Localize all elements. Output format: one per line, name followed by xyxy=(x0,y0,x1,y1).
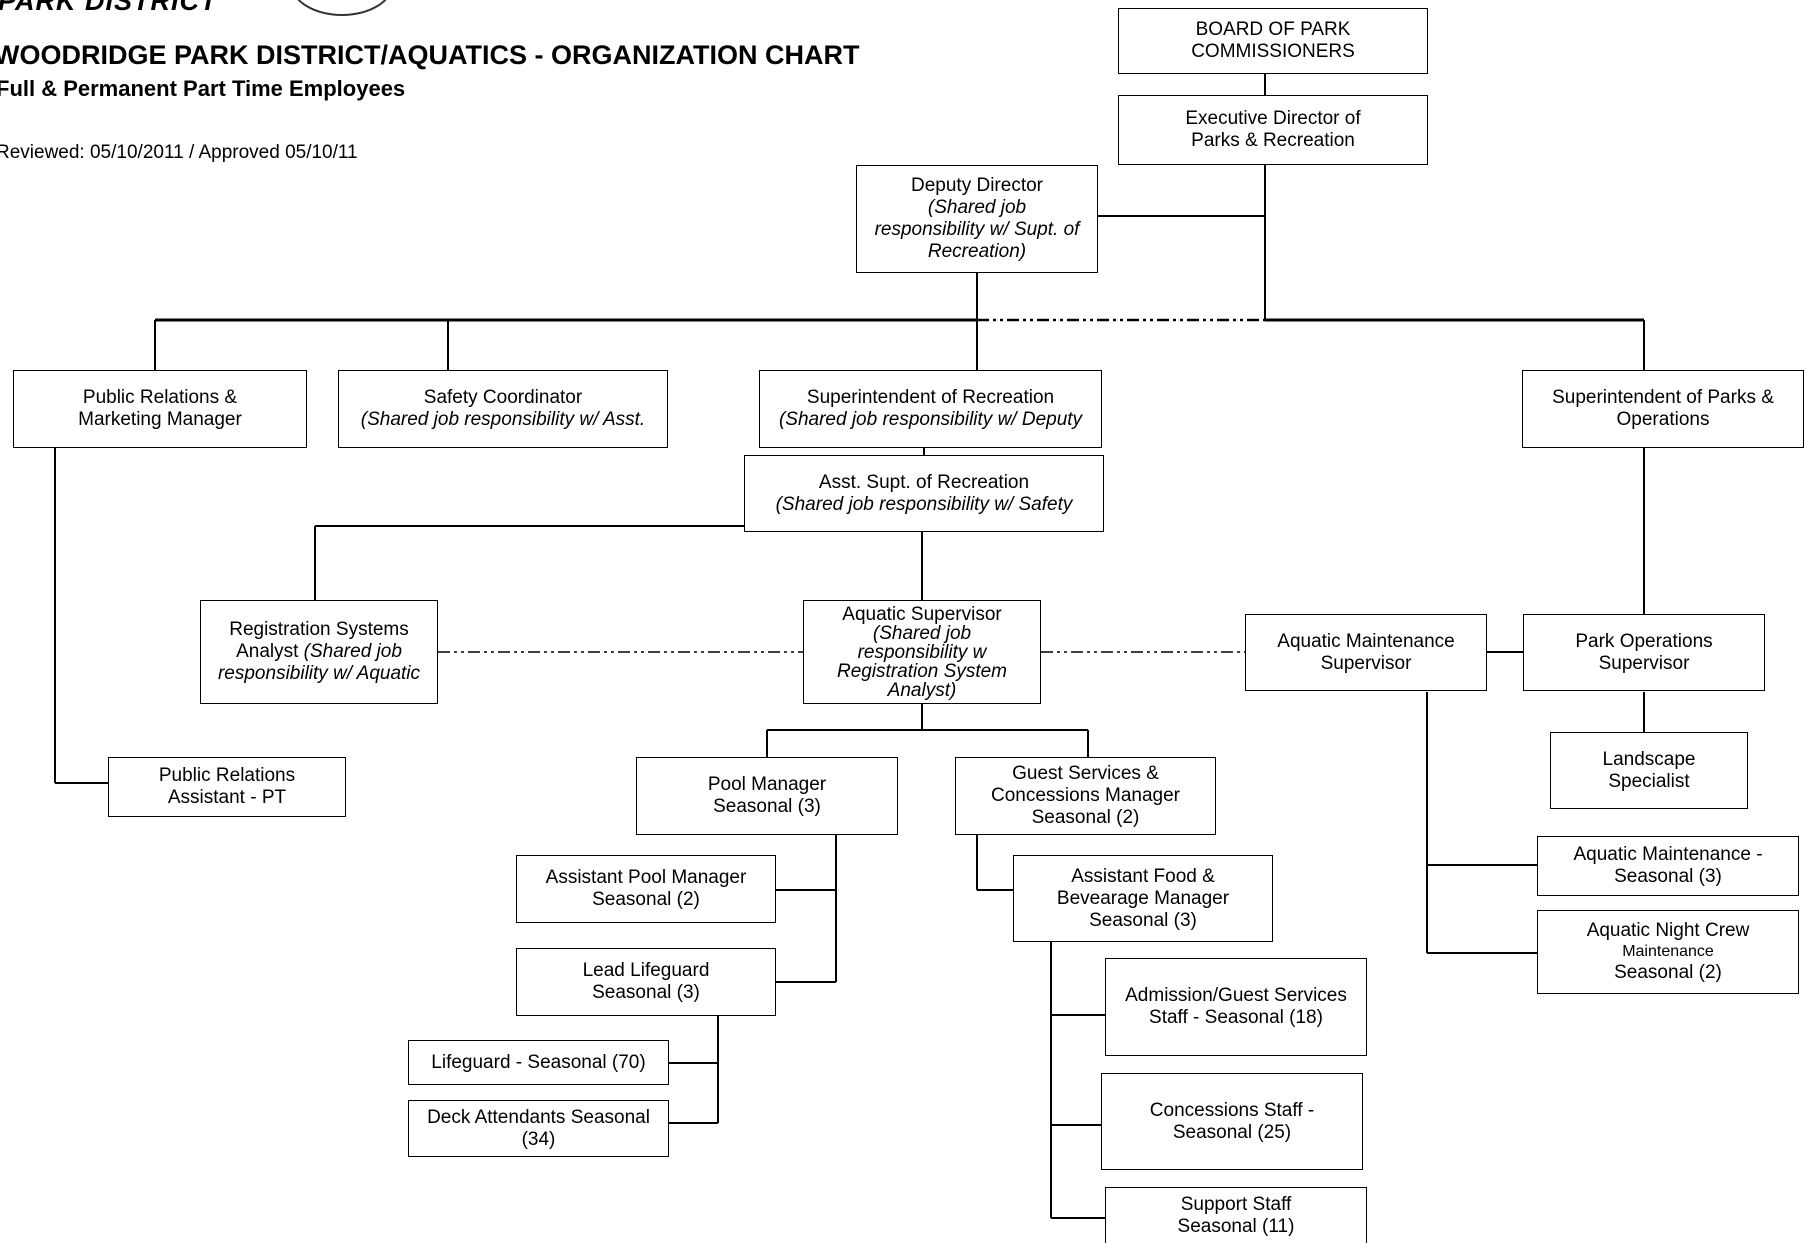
box-text: Operations xyxy=(1616,409,1710,430)
box-text: Admission/Guest Services xyxy=(1125,985,1347,1006)
review-date: Reviewed: 05/10/2011 / Approved 05/10/11 xyxy=(0,142,358,163)
box-board: BOARD OF PARK COMMISSIONERS xyxy=(1118,8,1428,74)
box-text: Bevearage Manager xyxy=(1056,887,1230,909)
box-text: Supervisor xyxy=(1598,652,1690,674)
box-text: (34) xyxy=(521,1128,556,1150)
box-text: Seasonal (2) xyxy=(1031,807,1140,828)
box-text: Public Relations & xyxy=(82,387,238,408)
box-support-staff: Support Staff Seasonal (11) xyxy=(1105,1187,1367,1243)
box-text: Superintendent of Recreation xyxy=(806,387,1055,408)
box-text: (Shared job xyxy=(927,197,1027,218)
box-admission-guest-services: Admission/Guest Services Staff - Seasona… xyxy=(1105,958,1367,1056)
box-pr-marketing-manager: Public Relations & Marketing Manager xyxy=(13,370,307,448)
box-park-operations-supervisor: Park Operations Supervisor xyxy=(1523,614,1765,691)
box-text: responsibility w/ Supt. of xyxy=(874,219,1080,240)
box-text: Asst. Supt. of Recreation xyxy=(818,471,1030,493)
box-text: Aquatic Supervisor xyxy=(842,603,1002,625)
box-guest-services-manager: Guest Services & Concessions Manager Sea… xyxy=(955,757,1216,835)
box-assistant-food-manager: Assistant Food & Bevearage Manager Seaso… xyxy=(1013,855,1273,942)
box-text: Safety Coordinator xyxy=(423,387,583,408)
box-text: Analyst) xyxy=(887,679,957,701)
box-text: Lead Lifeguard xyxy=(582,960,710,981)
box-text: Seasonal (3) xyxy=(1089,909,1197,931)
box-text: Guest Services & xyxy=(1012,763,1159,784)
box-text: Aquatic Night Crew xyxy=(1586,920,1750,941)
box-text: Seasonal (25) xyxy=(1172,1121,1292,1143)
box-text: responsibility w/ Aquatic xyxy=(217,663,421,684)
box-pr-assistant: Public Relations Assistant - PT xyxy=(108,757,346,817)
box-text: Seasonal (3) xyxy=(1614,866,1722,887)
box-registration-analyst: Registration Systems Analyst (Shared job… xyxy=(200,600,438,704)
box-safety-coordinator: Safety Coordinator (Shared job responsib… xyxy=(338,370,668,448)
box-text: Supervisor xyxy=(1320,652,1412,674)
box-text: Deck Attendants Seasonal xyxy=(427,1106,650,1128)
box-executive-director: Executive Director of Parks & Recreation xyxy=(1118,95,1428,165)
box-aquatic-night-crew: Aquatic Night Crew Maintenance Seasonal … xyxy=(1537,910,1799,994)
box-text: Marketing Manager xyxy=(78,409,242,430)
box-text: (Shared job responsibility w/ Asst. xyxy=(360,409,646,430)
box-assistant-pool-manager: Assistant Pool Manager Seasonal (2) xyxy=(516,855,776,923)
box-text: responsibility w xyxy=(857,641,987,663)
box-text: Seasonal (2) xyxy=(1614,962,1722,983)
box-text: Aquatic Maintenance xyxy=(1277,630,1455,652)
box-text: Pool Manager xyxy=(707,774,827,795)
box-text: Concessions Manager xyxy=(990,785,1181,806)
chart-title: WOODRIDGE PARK DISTRICT/AQUATICS - ORGAN… xyxy=(0,40,860,70)
box-text: (Shared job xyxy=(872,622,972,644)
box-text: (Shared job responsibility w/ Deputy xyxy=(778,409,1083,430)
box-lead-lifeguard: Lead Lifeguard Seasonal (3) xyxy=(516,948,776,1016)
box-text: Superintendent of Parks & xyxy=(1552,387,1774,408)
box-text: Concessions Staff - xyxy=(1149,1099,1315,1121)
box-lifeguard: Lifeguard - Seasonal (70) xyxy=(408,1040,669,1085)
box-text: BOARD OF PARK xyxy=(1195,19,1351,40)
box-text: Registration Systems xyxy=(229,619,409,640)
box-pool-manager: Pool Manager Seasonal (3) xyxy=(636,757,898,835)
box-text: Seasonal (3) xyxy=(713,796,821,817)
box-asst-supt-recreation: Asst. Supt. of Recreation (Shared job re… xyxy=(744,455,1104,532)
box-text: Maintenance xyxy=(1622,943,1714,960)
box-concessions-staff: Concessions Staff - Seasonal (25) xyxy=(1101,1073,1363,1170)
box-text: Public Relations xyxy=(158,765,296,786)
box-text: Seasonal (2) xyxy=(592,889,700,910)
box-text: Lifeguard - Seasonal (70) xyxy=(431,1051,646,1073)
box-text: Assistant - PT xyxy=(167,787,287,808)
box-text: Seasonal (3) xyxy=(592,982,700,1003)
box-text: (Shared job responsibility w/ Safety xyxy=(775,493,1073,515)
box-text: Park Operations xyxy=(1575,630,1713,652)
box-deputy-director: Deputy Director (Shared job responsibili… xyxy=(856,165,1098,273)
box-superintendent-recreation: Superintendent of Recreation (Shared job… xyxy=(759,370,1102,448)
box-text: Executive Director of xyxy=(1185,108,1361,129)
box-text: Parks & Recreation xyxy=(1191,130,1355,151)
box-text: Analyst (Shared job xyxy=(236,641,402,663)
box-text: Assistant Pool Manager xyxy=(545,867,747,888)
box-text: Recreation) xyxy=(927,241,1027,262)
chart-subtitle: Full & Permanent Part Time Employees xyxy=(0,76,406,101)
box-aquatic-supervisor: Aquatic Supervisor (Shared job responsib… xyxy=(803,600,1041,704)
box-landscape-specialist: Landscape Specialist xyxy=(1550,732,1748,809)
box-aquatic-maintenance-supervisor: Aquatic Maintenance Supervisor xyxy=(1245,614,1487,691)
box-aquatic-maintenance-seasonal: Aquatic Maintenance - Seasonal (3) xyxy=(1537,836,1799,896)
box-text: Landscape xyxy=(1602,748,1696,770)
box-superintendent-parks: Superintendent of Parks & Operations xyxy=(1522,370,1804,448)
box-text: Staff - Seasonal (18) xyxy=(1149,1007,1323,1028)
box-text: Analyst xyxy=(236,641,304,662)
box-deck-attendants: Deck Attendants Seasonal (34) xyxy=(408,1100,669,1157)
logo-text: PARK DISTRICT xyxy=(0,0,218,16)
box-text: COMMISSIONERS xyxy=(1191,41,1355,62)
box-text: Registration System xyxy=(836,660,1007,682)
box-text: (Shared job xyxy=(303,641,402,662)
box-text: Assistant Food & xyxy=(1071,865,1215,887)
box-text: Support Staff xyxy=(1180,1193,1292,1215)
box-text: Deputy Director xyxy=(911,175,1043,196)
box-text: Specialist xyxy=(1608,770,1690,792)
box-text: Seasonal (11) xyxy=(1177,1215,1295,1237)
box-text: Aquatic Maintenance - xyxy=(1573,844,1763,865)
